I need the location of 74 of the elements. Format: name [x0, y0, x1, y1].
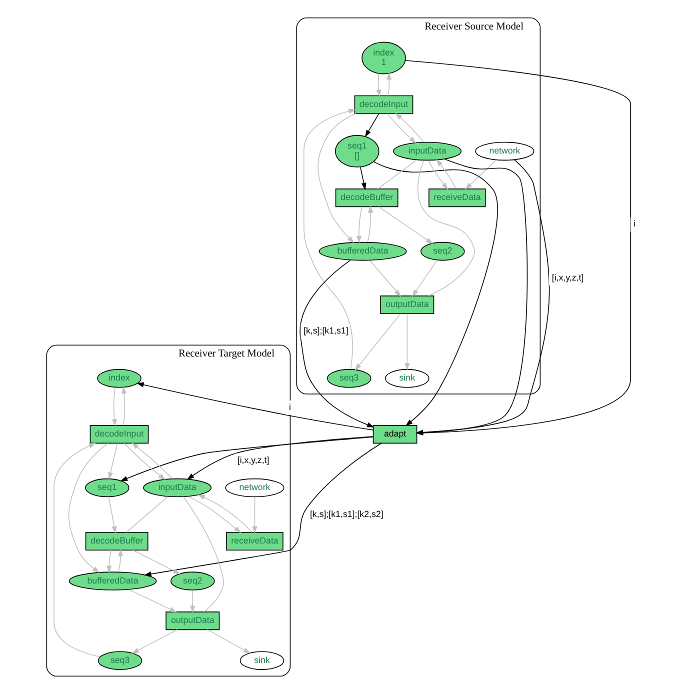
node-box: receiveData [226, 532, 284, 551]
arrow [206, 629, 251, 654]
node-box: outputData [380, 296, 434, 314]
arrow [370, 260, 401, 297]
arrow [190, 590, 196, 614]
node-ellipse: seq3 [326, 369, 372, 388]
edge-label: [i,x,y,z,t] [237, 455, 270, 466]
arrow [132, 629, 178, 654]
connector [417, 160, 475, 296]
arrow [106, 550, 112, 574]
node-box: adapt [372, 425, 418, 444]
arrow [412, 260, 438, 297]
arrow [124, 442, 166, 480]
arrow [378, 206, 434, 244]
arrow [354, 313, 401, 371]
arrow [120, 436, 374, 482]
arrow [367, 206, 374, 242]
arrow [376, 73, 382, 97]
arrow [118, 548, 124, 572]
arrow [387, 113, 416, 144]
node-box: decodeInput [354, 95, 414, 114]
arrow [356, 206, 363, 244]
node-ellipse: inputData [393, 142, 462, 161]
arrow [136, 382, 374, 430]
node-ellipse: seq3 [98, 651, 142, 670]
edge-label: i [633, 218, 636, 229]
arrow [304, 108, 356, 370]
node-ellipse: seq2 [420, 242, 465, 261]
node-ellipse: seq1 [] [334, 135, 380, 168]
arrow [112, 387, 117, 426]
edge-label: [k,s];[k1,s1] [304, 326, 348, 336]
arrow [128, 589, 177, 612]
connector [126, 496, 168, 533]
node-box: decodeBuffer [335, 188, 398, 208]
node-ellipse: bufferedData [318, 242, 407, 261]
edge-label: [k,s];[k1,s1];[k2,s2] [310, 508, 384, 519]
arrow [122, 386, 127, 426]
node-ellipse: index 1 [362, 42, 406, 74]
arrow [404, 313, 410, 370]
node-ellipse: seq1 [84, 478, 130, 498]
arrow [360, 166, 366, 190]
node-box: decodeBuffer [85, 532, 148, 551]
arrow [186, 436, 374, 480]
arrow [108, 442, 118, 480]
node-ellipse: network [475, 142, 534, 161]
arrow [188, 496, 242, 533]
arrow [131, 442, 173, 480]
arrow [252, 496, 258, 534]
arrow [386, 72, 392, 96]
connector [377, 160, 417, 190]
node-ellipse: index [97, 369, 142, 388]
arrow [395, 112, 424, 142]
arrow [54, 442, 100, 658]
arrow [373, 161, 498, 426]
node-ellipse: inputData [143, 478, 212, 498]
arrow [436, 159, 456, 190]
arrow [68, 442, 108, 573]
node-ellipse: sink [240, 651, 284, 670]
connector [183, 496, 224, 612]
arrow [108, 496, 117, 534]
arrow [132, 550, 181, 574]
arrow [428, 160, 448, 190]
arrow [318, 113, 356, 244]
node-box: outputData [166, 612, 220, 630]
node-box: receiveData [428, 188, 486, 208]
node-ellipse: seq2 [170, 572, 215, 590]
arrow [198, 494, 252, 533]
arrow [465, 160, 497, 190]
node-ellipse: network [225, 478, 284, 498]
edge-label: i [289, 402, 291, 412]
node-ellipse: sink [384, 369, 430, 388]
edge-label: [i,x,y,z,t] [552, 272, 584, 282]
node-box: decodeInput [90, 425, 149, 444]
arrow [364, 113, 380, 138]
